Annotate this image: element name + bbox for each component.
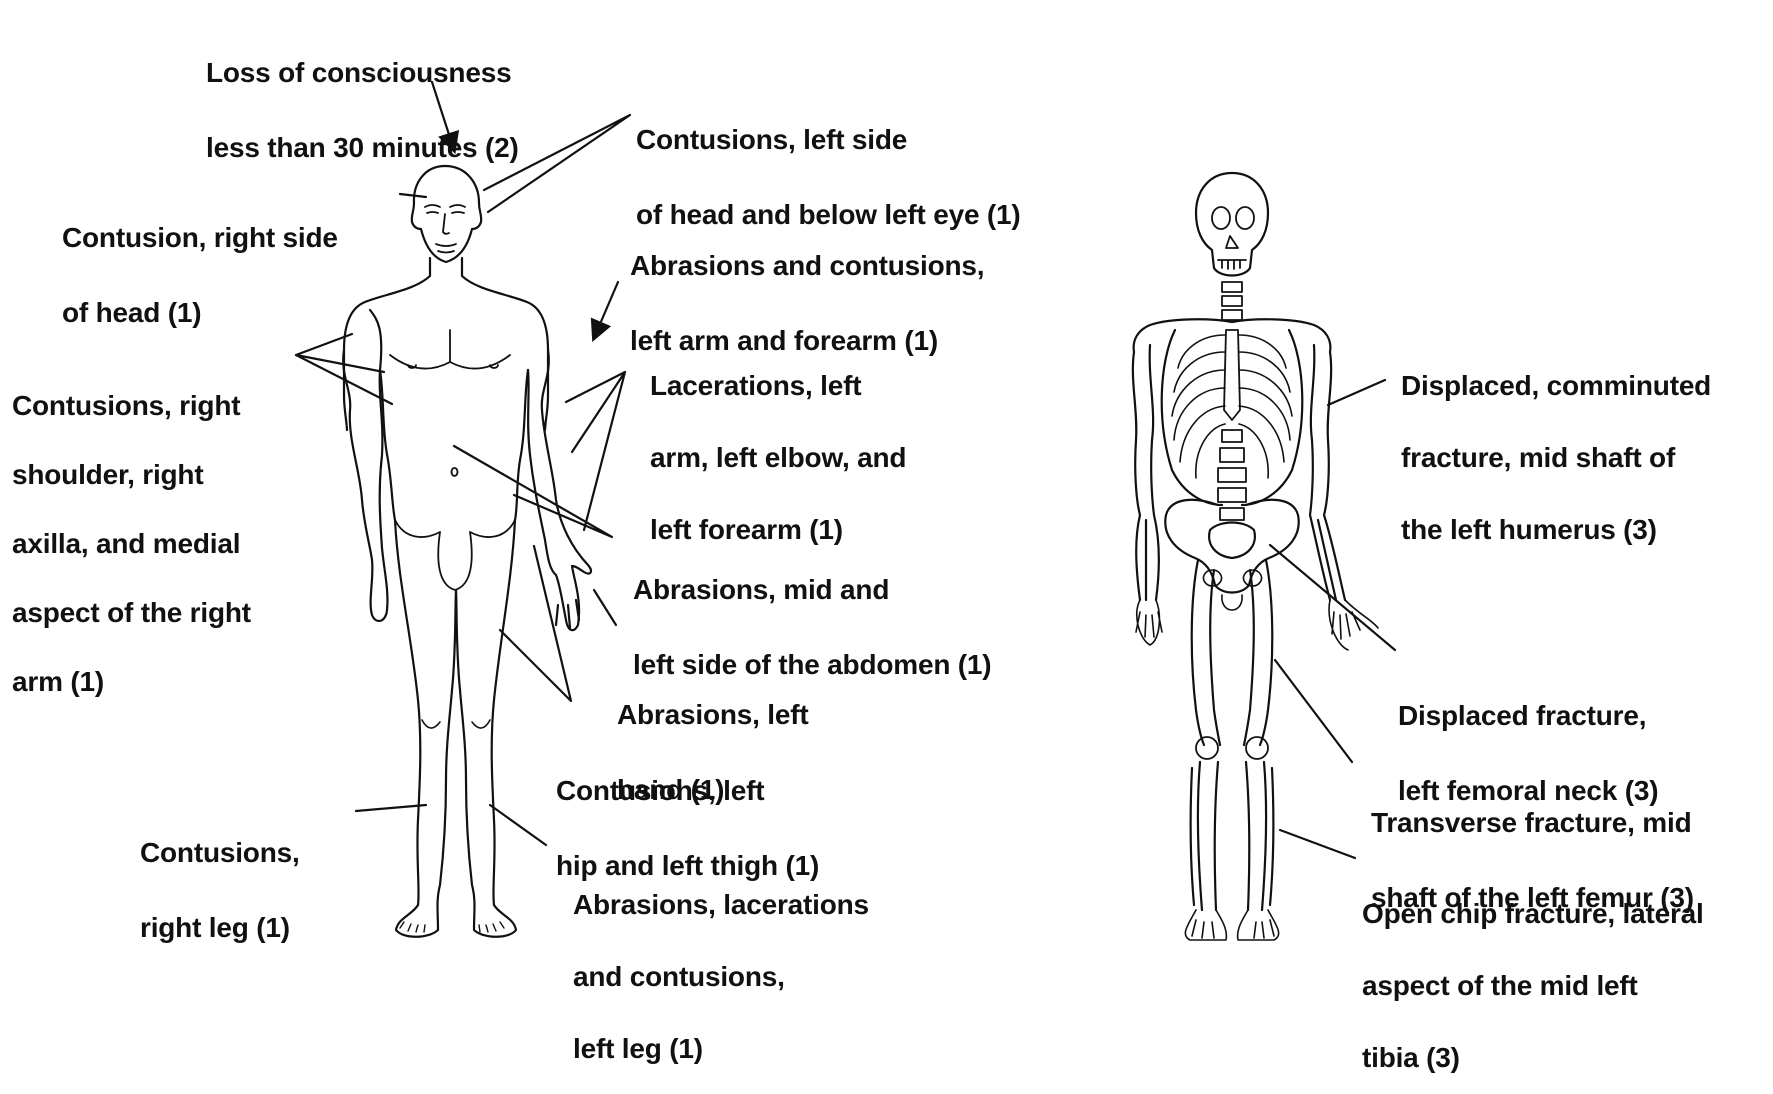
- label-contusion-right-head: Contusion, right side of head (1): [62, 175, 338, 350]
- right-arm-bones: [1133, 345, 1159, 600]
- label-line: arm (1): [12, 670, 251, 693]
- label-line: shoulder, right: [12, 463, 251, 486]
- label-line: Abrasions, lacerations: [573, 893, 869, 917]
- label-line: Lacerations, left: [650, 374, 906, 398]
- skeleton-figure: [1133, 173, 1378, 940]
- label-abrasions-left-leg: Abrasions, lacerations and contusions, l…: [573, 845, 869, 1085]
- label-line: axilla, and medial: [12, 532, 251, 555]
- cervical-spine: [1222, 282, 1242, 320]
- label-line: aspect of the mid left: [1362, 974, 1704, 998]
- tibia-leader: [1280, 830, 1355, 858]
- label-line: of head (1): [62, 300, 338, 325]
- label-line: right leg (1): [140, 915, 300, 940]
- label-humerus-fracture: Displaced, comminuted fracture, mid shaf…: [1401, 326, 1711, 566]
- label-line: less than 30 minutes (2): [206, 135, 519, 160]
- label-line: Displaced fracture,: [1398, 703, 1658, 728]
- label-loss-of-consciousness: Loss of consciousness less than 30 minut…: [206, 10, 519, 185]
- label-tibia-fracture: Open chip fracture, lateral aspect of th…: [1362, 854, 1704, 1094]
- injury-diagram: Loss of consciousness less than 30 minut…: [0, 0, 1773, 945]
- label-line: fracture, mid shaft of: [1401, 446, 1711, 470]
- abdomen-leader: [454, 446, 612, 537]
- left-femur: [1244, 560, 1272, 745]
- left-leg-leader: [490, 805, 546, 845]
- label-line: left leg (1): [573, 1037, 869, 1061]
- right-leg-leader: [356, 805, 426, 811]
- label-line: Abrasions, left: [617, 702, 808, 727]
- humerus-leader: [1328, 380, 1385, 405]
- label-line: the left humerus (3): [1401, 518, 1711, 542]
- label-line: Contusions,: [140, 840, 300, 865]
- left-arm-bones: [1310, 345, 1345, 600]
- left-arm: [528, 350, 591, 630]
- face-features: [425, 205, 465, 253]
- chest-lines: [390, 330, 510, 369]
- left-hand-leader: [594, 590, 616, 625]
- torso-outline: [344, 258, 430, 430]
- label-line: arm, left elbow, and: [650, 446, 906, 470]
- label-line: Abrasions and contusions,: [630, 253, 984, 278]
- label-line: Contusions, left side: [636, 127, 1021, 152]
- label-line: and contusions,: [573, 965, 869, 989]
- left-tibia: [1246, 762, 1273, 910]
- right-leg: [395, 520, 456, 937]
- femur-leader: [1275, 660, 1352, 762]
- clavicles: [1134, 319, 1331, 352]
- sternum: [1224, 330, 1240, 420]
- left-arm-lacerations-leader: [566, 372, 625, 530]
- label-line: Transverse fracture, mid: [1371, 810, 1694, 835]
- label-line: Contusions, right: [12, 394, 251, 417]
- right-head-leader: [400, 194, 426, 197]
- left-arm-arrow: [594, 282, 618, 338]
- lumbar-spine: [1218, 430, 1246, 520]
- label-line: Loss of consciousness: [206, 60, 519, 85]
- label-line: aspect of the right: [12, 601, 251, 624]
- label-line: Open chip fracture, lateral: [1362, 902, 1704, 926]
- right-femur: [1192, 560, 1220, 745]
- label-line: Contusions, left: [556, 778, 819, 803]
- pelvis: [1165, 500, 1298, 593]
- label-line: Displaced, comminuted: [1401, 374, 1711, 398]
- body-figure: [343, 166, 591, 937]
- label-line: Contusion, right side: [62, 225, 338, 250]
- label-contusions-right-shoulder: Contusions, right shoulder, right axilla…: [12, 348, 251, 716]
- label-line: Abrasions, mid and: [633, 577, 991, 602]
- label-line: tibia (3): [1362, 1046, 1704, 1070]
- label-contusions-right-leg: Contusions, right leg (1): [140, 790, 300, 965]
- right-tibia: [1191, 762, 1218, 910]
